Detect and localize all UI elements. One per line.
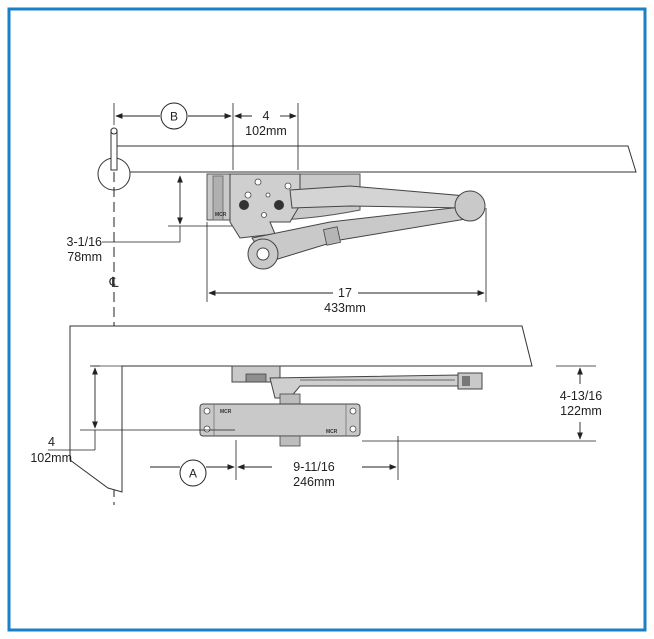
dim-3-1-16-in: 3-1/16 bbox=[67, 235, 102, 249]
dim-bottom-4-mm: 102mm bbox=[30, 451, 72, 465]
dim-bottom-4-in: 4 bbox=[48, 435, 55, 449]
dim-4-13-16-mm: 122mm bbox=[560, 404, 602, 418]
dim-9-11-16-in: 9-11/16 bbox=[293, 460, 335, 474]
callout-a-circle bbox=[179, 459, 207, 487]
callout-b: B bbox=[170, 110, 178, 124]
bottom-frame-header bbox=[69, 325, 533, 493]
top-view: MCR B 4 102mm bbox=[67, 102, 637, 315]
dim-17-in: 17 bbox=[338, 286, 352, 300]
bottom-brand-mark: MCR bbox=[220, 409, 232, 415]
hinge-pin bbox=[110, 129, 118, 171]
dim-4-13-16-in: 4-13/16 bbox=[560, 389, 602, 403]
callout-a: A bbox=[189, 467, 197, 481]
callout-b-circle bbox=[160, 102, 188, 130]
dim-3-1-16-mm: 78mm bbox=[67, 250, 102, 264]
dim-9-11-16-mm: 246mm bbox=[293, 475, 335, 489]
bottom-view: MCR MCR 4 102mm A 9-11/16 246mm 4-13/16 … bbox=[30, 325, 602, 493]
dim-17-mm: 433mm bbox=[324, 301, 366, 315]
top-mounting-plate bbox=[229, 173, 301, 239]
top-forearm bbox=[289, 185, 467, 209]
bottom-brand-mark-2: MCR bbox=[326, 429, 338, 435]
centerline-symbol: ℄ bbox=[109, 275, 119, 291]
dim-top-4-mm: 102mm bbox=[245, 124, 287, 138]
top-arm-elbow bbox=[454, 190, 486, 222]
top-door-slab bbox=[113, 145, 637, 173]
diagram-border bbox=[7, 7, 647, 632]
top-brand-mark: MCR bbox=[215, 212, 227, 218]
dim-top-4-in: 4 bbox=[263, 109, 270, 123]
